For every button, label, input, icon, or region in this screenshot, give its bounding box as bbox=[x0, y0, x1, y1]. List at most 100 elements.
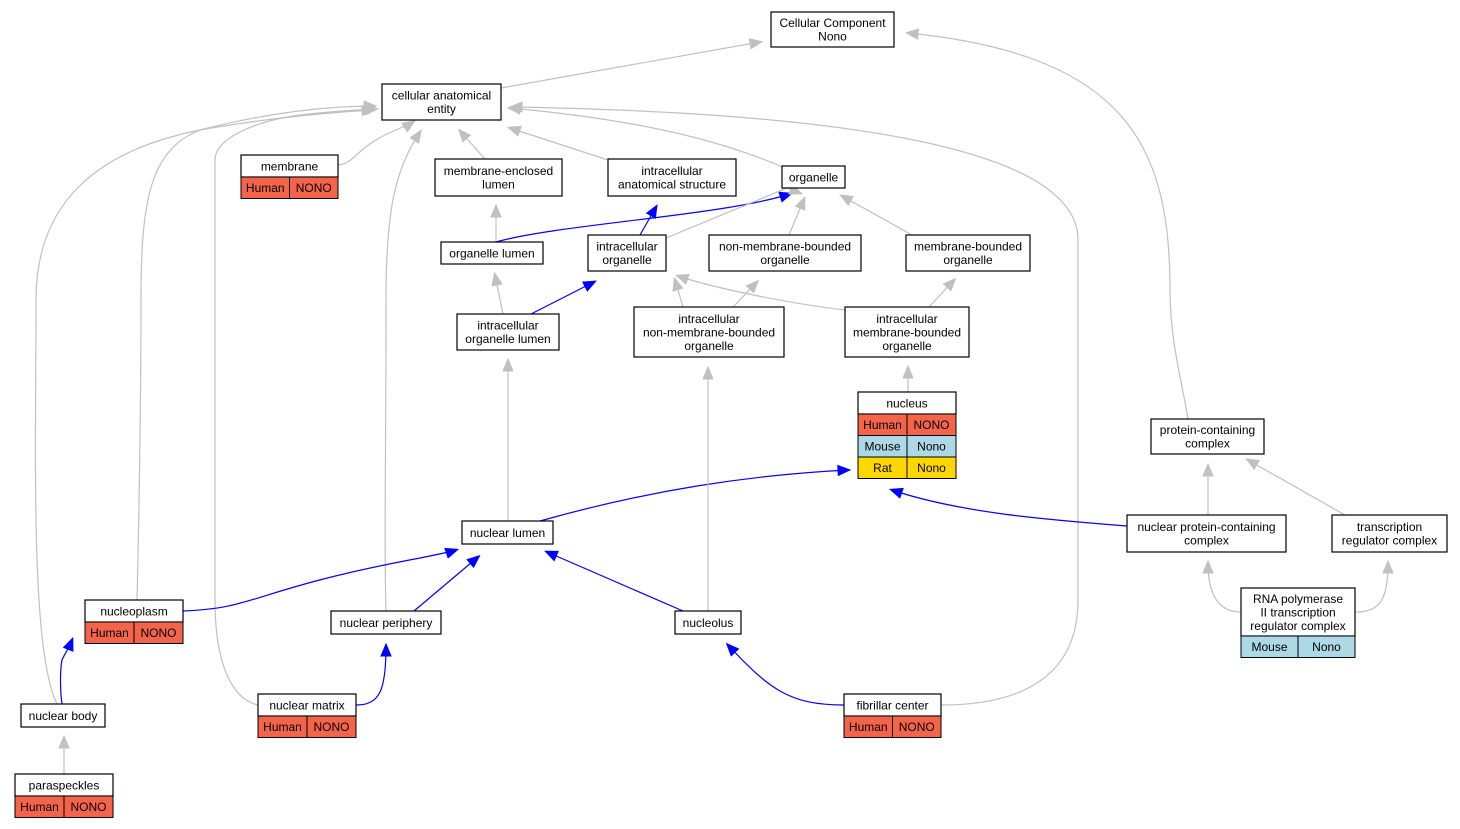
arrowhead-icon bbox=[401, 120, 416, 133]
gene-label: Nono bbox=[917, 461, 946, 475]
cell-box bbox=[906, 456, 957, 479]
node-box bbox=[905, 234, 1031, 272]
node-nlumen[interactable]: nuclear lumen bbox=[461, 520, 554, 545]
node-label: nuclear matrix bbox=[269, 698, 344, 712]
node-box bbox=[781, 165, 846, 189]
node-label: nuclear periphery bbox=[340, 616, 433, 630]
species-cell: Human bbox=[240, 176, 290, 199]
node-nperiph[interactable]: nuclear periphery bbox=[330, 610, 442, 635]
arrowhead-icon bbox=[888, 487, 904, 499]
gene-cell: NONO bbox=[906, 413, 957, 436]
edge-nmatrix-to-cae bbox=[214, 103, 380, 706]
node-inmbo[interactable]: intracellularnon-membrane-boundedorganel… bbox=[633, 306, 785, 358]
cell-box bbox=[133, 621, 184, 644]
edge-nucleolus-to-inmbo bbox=[702, 365, 714, 611]
node-label: lumen bbox=[482, 178, 515, 192]
arrowhead-icon bbox=[409, 129, 422, 144]
gene-label: NONO bbox=[914, 418, 950, 432]
cell-box bbox=[289, 176, 339, 199]
node-organelle[interactable]: organelle bbox=[781, 165, 846, 189]
species-label: Human bbox=[246, 181, 285, 195]
edge-olumen-to-organelle bbox=[495, 191, 794, 243]
species-label: Human bbox=[849, 720, 888, 734]
species-cell: Mouse bbox=[1240, 635, 1299, 658]
edge-line bbox=[539, 469, 849, 522]
node-nucleolus[interactable]: nucleolus bbox=[674, 610, 742, 635]
edge-line bbox=[546, 551, 684, 612]
cell-box bbox=[1297, 635, 1356, 658]
arrowhead-icon bbox=[365, 103, 380, 116]
node-label: intracellular bbox=[641, 164, 702, 178]
node-box bbox=[1240, 587, 1356, 637]
node-label: membrane-bounded bbox=[914, 240, 1022, 254]
node-label: transcription bbox=[1357, 520, 1422, 534]
node-box bbox=[330, 610, 442, 635]
edge-mel-to-cae bbox=[457, 128, 486, 160]
species-label: Human bbox=[863, 418, 902, 432]
arrowhead-icon bbox=[725, 642, 740, 657]
edge-nmbo-to-organelle bbox=[788, 195, 806, 236]
edge-rnap-to-npcc bbox=[1202, 559, 1242, 613]
arrowhead-icon bbox=[491, 271, 503, 287]
node-box bbox=[456, 313, 560, 351]
edge-line bbox=[1247, 459, 1346, 516]
edge-ias-to-cae bbox=[506, 125, 609, 161]
cell-box bbox=[306, 715, 357, 738]
node-label: regulator complex bbox=[1250, 619, 1345, 633]
node-nbody[interactable]: nuclear body bbox=[20, 703, 106, 728]
arrowhead-icon bbox=[543, 550, 559, 562]
node-label: RNA polymerase bbox=[1253, 592, 1343, 606]
edges-layer bbox=[34, 28, 1394, 774]
edge-nbody-to-nucleoplasm bbox=[59, 636, 74, 705]
gene-label: NONO bbox=[296, 181, 332, 195]
node-box bbox=[587, 234, 667, 272]
species-cell: Human bbox=[14, 795, 65, 818]
edge-line bbox=[891, 489, 1128, 527]
node-label: organelle bbox=[943, 253, 993, 267]
species-label: Mouse bbox=[1251, 640, 1287, 654]
node-box bbox=[434, 158, 563, 197]
node-box bbox=[607, 158, 737, 197]
arrowhead-icon bbox=[702, 365, 714, 380]
arrowhead-icon bbox=[904, 28, 920, 40]
gene-label: Nono bbox=[917, 440, 946, 454]
node-box bbox=[1331, 514, 1448, 553]
species-label: Human bbox=[263, 720, 302, 734]
edge-line bbox=[355, 645, 387, 706]
edge-nlumen-to-iol bbox=[502, 357, 514, 521]
node-label: organelle bbox=[760, 253, 810, 267]
node-label: complex bbox=[1184, 534, 1229, 548]
node-olumen[interactable]: organelle lumen bbox=[440, 241, 544, 265]
gene-cell: NONO bbox=[63, 795, 114, 818]
edge-iol-to-iorg bbox=[530, 280, 597, 315]
edge-organelle-to-cae bbox=[506, 103, 786, 169]
edge-line bbox=[495, 193, 791, 243]
species-cell: Human bbox=[857, 413, 908, 436]
gene-cell: NONO bbox=[306, 715, 357, 738]
edge-nlumen-to-nucleus bbox=[539, 464, 852, 522]
edge-fc-to-nucleolus bbox=[725, 642, 845, 706]
edge-pcc-to-root bbox=[904, 28, 1189, 420]
gene-cell: Nono bbox=[1297, 635, 1356, 658]
node-label: intracellular bbox=[876, 312, 937, 326]
